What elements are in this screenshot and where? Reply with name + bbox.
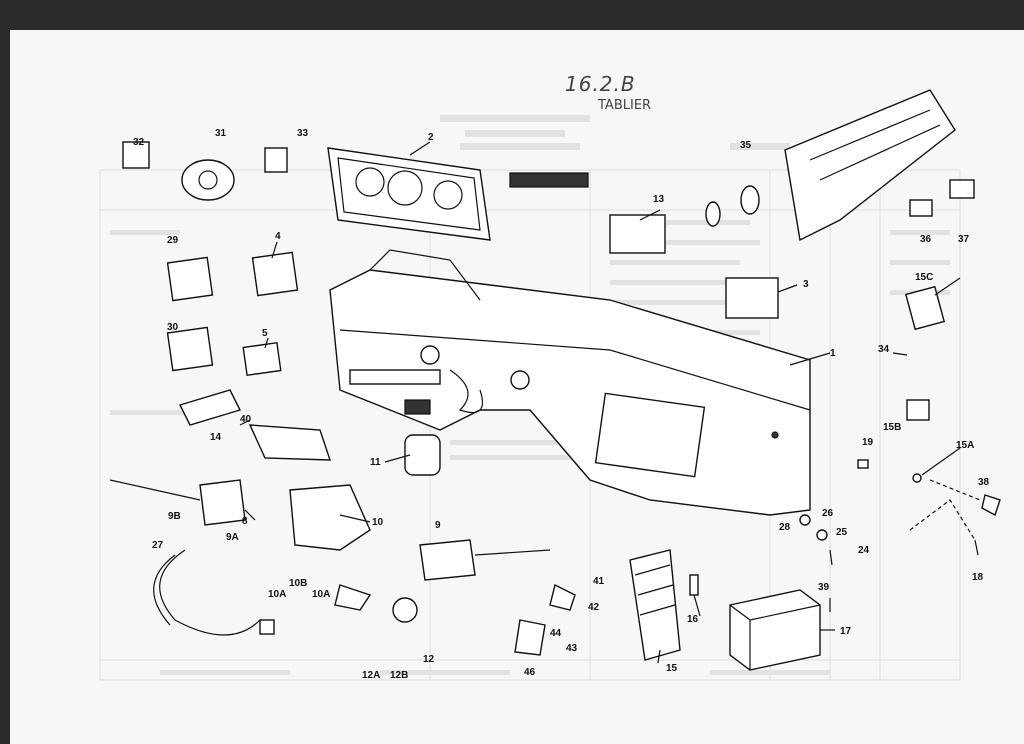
callout-43: 43 <box>566 643 578 654</box>
callout-16: 16 <box>687 614 699 625</box>
callout-30: 30 <box>167 322 179 333</box>
callout-25: 25 <box>836 527 848 538</box>
exploded-parts-diagram: 2 3 1 4 5 8 9 9A 9B 10 10A 10A 10B 11 12… <box>109 89 1001 681</box>
callout-38: 38 <box>978 477 990 488</box>
callout-9b: 9B <box>168 511 181 522</box>
callout-39: 39 <box>818 582 830 593</box>
callout-15a: 15A <box>956 440 974 451</box>
fastener-hardware <box>799 459 1001 612</box>
callout-12b: 12B <box>390 670 408 681</box>
callout-10b: 10B <box>289 578 307 589</box>
callout-37: 37 <box>958 234 970 245</box>
callout-27: 27 <box>152 540 164 551</box>
callout-2: 2 <box>428 132 434 143</box>
callout-18: 18 <box>972 572 984 583</box>
callout-46: 46 <box>524 667 536 678</box>
callout-24: 24 <box>858 545 870 556</box>
callout-33: 33 <box>297 128 309 139</box>
callout-9: 9 <box>435 520 441 531</box>
handwritten-section-name: TABLIER <box>598 98 652 113</box>
callout-15: 15 <box>666 663 678 674</box>
callout-13: 13 <box>653 194 665 205</box>
callout-4: 4 <box>275 231 281 242</box>
callout-44: 44 <box>550 628 562 639</box>
callout-10: 10 <box>372 517 384 528</box>
callout-35: 35 <box>740 140 752 151</box>
callout-10a-left: 10A <box>268 589 286 600</box>
callout-17: 17 <box>840 626 852 637</box>
left-components <box>109 141 371 636</box>
callout-40: 40 <box>240 414 252 425</box>
callout-12a: 12A <box>362 670 380 681</box>
callout-36: 36 <box>920 234 932 245</box>
callout-9a: 9A <box>226 532 239 543</box>
callout-15c: 15C <box>915 272 933 283</box>
callout-1: 1 <box>830 348 836 359</box>
leader-lines <box>239 141 961 664</box>
callout-5: 5 <box>262 328 268 339</box>
air-vent-assembly <box>705 89 975 242</box>
callout-41: 41 <box>593 576 605 587</box>
lower-components <box>334 214 946 671</box>
callout-32: 32 <box>133 137 145 148</box>
callout-11: 11 <box>370 457 381 468</box>
callout-42: 42 <box>588 602 600 613</box>
callout-31: 31 <box>215 128 227 139</box>
catalog-sheet: 16.2.B TABLIER <box>10 30 1024 744</box>
callout-26: 26 <box>822 508 834 519</box>
callout-12: 12 <box>423 654 435 665</box>
callout-8: 8 <box>242 516 248 527</box>
callout-19: 19 <box>862 437 874 448</box>
dashboard-panel <box>329 249 811 516</box>
callout-3: 3 <box>803 279 809 290</box>
callout-28: 28 <box>779 522 791 533</box>
instrument-cluster <box>327 147 589 241</box>
callout-14: 14 <box>210 432 222 443</box>
callout-15b: 15B <box>883 422 901 433</box>
callout-10a-right: 10A <box>312 589 330 600</box>
callout-34: 34 <box>878 344 890 355</box>
handwritten-page-code: 16.2.B <box>565 72 636 96</box>
callout-29: 29 <box>167 235 179 246</box>
